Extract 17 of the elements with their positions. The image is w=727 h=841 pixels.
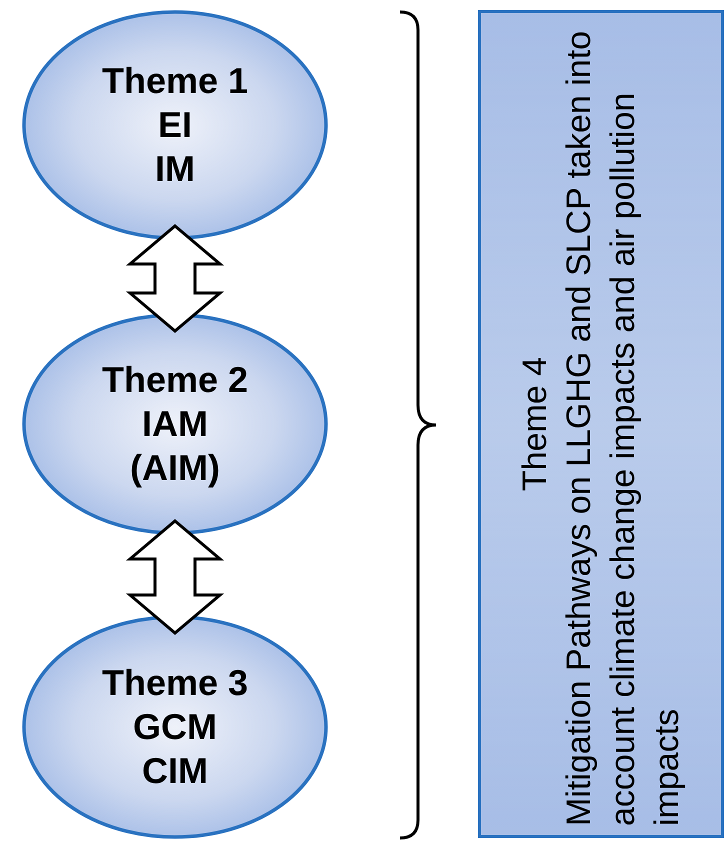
theme-ellipse (22, 10, 328, 240)
theme-title: Theme 2 (102, 358, 248, 402)
theme-title: Theme 1 (102, 59, 248, 104)
theme-item: IM (155, 146, 195, 191)
theme-item: IAM (142, 402, 208, 446)
theme-title: Theme 4 (514, 356, 555, 494)
theme-panel (478, 10, 724, 838)
theme-item: EI (158, 103, 192, 147)
theme-title: Theme 3 (102, 661, 248, 706)
double-block-arrow (126, 519, 224, 635)
theme-item: CIM (142, 748, 208, 793)
theme-item: (AIM) (130, 446, 220, 490)
double-block-arrow (126, 224, 224, 333)
theme-ellipse (22, 313, 328, 535)
theme-ellipse (22, 615, 328, 839)
theme-description: Mitigation Pathways on LLGHG and SLCP taken into account climate change impacts and air pollution impacts (558, 30, 688, 828)
theme-item: GCM (133, 705, 217, 749)
